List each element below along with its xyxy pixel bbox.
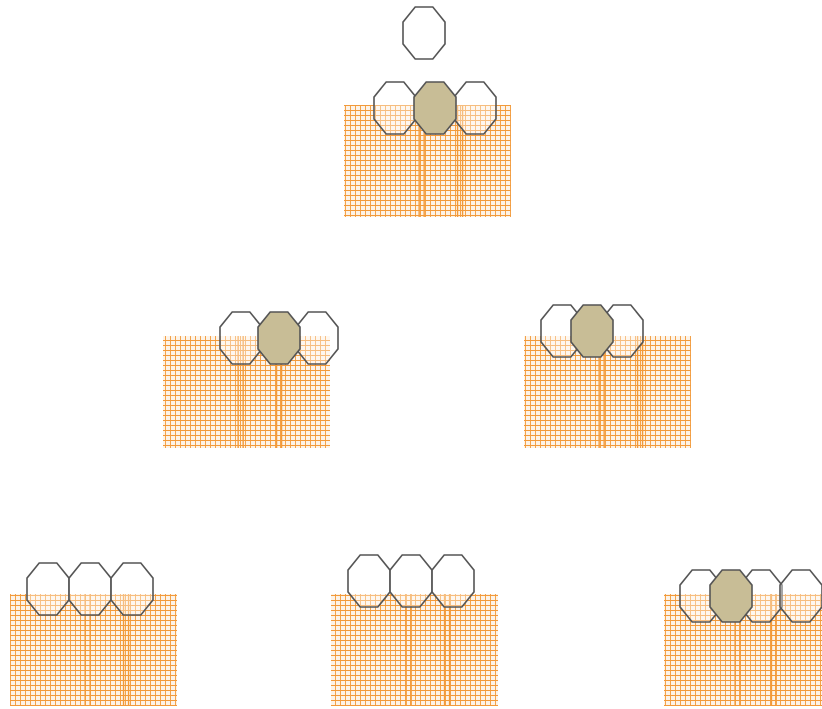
octagon-shape — [348, 555, 390, 607]
octagon-shape — [374, 82, 416, 134]
tree-node-mid-left — [163, 312, 338, 448]
highlighted-octagon-shape — [414, 82, 456, 134]
pending-octagon-shape — [403, 7, 445, 59]
tree-node-bottom-left — [10, 563, 177, 706]
tree-node-root — [344, 82, 511, 217]
tree-node-bottom-center — [331, 555, 498, 706]
octagon-shape — [296, 312, 338, 364]
tree-node-mid-right — [524, 305, 691, 448]
highlighted-octagon-shape — [710, 570, 752, 622]
octagon-shape — [780, 570, 822, 622]
octagon-shape — [27, 563, 69, 615]
octagon-shape — [111, 563, 153, 615]
highlighted-octagon-shape — [258, 312, 300, 364]
octagon-shape — [454, 82, 496, 134]
octagon-shape — [69, 563, 111, 615]
octagon-shape — [432, 555, 474, 607]
octagon-shape — [390, 555, 432, 607]
grid-block — [331, 594, 498, 706]
tree-node-bottom-right — [664, 570, 822, 706]
diagram-layer — [10, 7, 822, 706]
highlighted-octagon-shape — [571, 305, 613, 357]
octagon-shape — [220, 312, 262, 364]
